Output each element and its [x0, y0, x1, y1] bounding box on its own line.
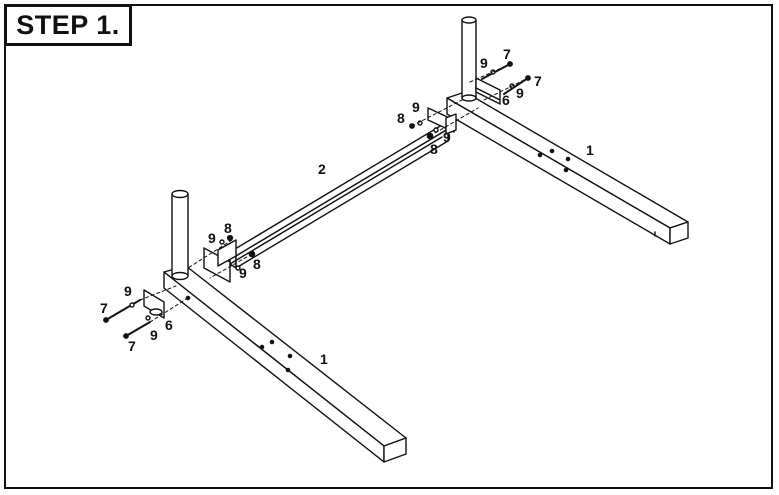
label-leg-right: 1 [586, 142, 594, 158]
label-nut-crossbar-left-upper: 8 [224, 220, 232, 236]
leg-left [163, 265, 407, 463]
crossbar-bracket-left [203, 239, 237, 283]
label-nut-crossbar-right-lower: 8 [430, 141, 438, 157]
label-bolt-left-lower: 7 [128, 338, 136, 354]
label-bracket-left: 6 [165, 317, 173, 333]
leg-right [446, 91, 689, 245]
post-right [461, 16, 477, 102]
label-crossbar: 2 [318, 161, 326, 177]
label-washer-crossbar-left-lower: 9 [239, 265, 247, 281]
assembly-guides [139, 65, 529, 323]
label-leg-left: 1 [320, 351, 328, 367]
step-heading-box: STEP 1. [4, 4, 132, 46]
label-bolt-right-lower: 7 [534, 73, 542, 89]
bracket-left-6 [143, 289, 165, 319]
label-washer-left-lower: 9 [150, 327, 158, 343]
label-washer-crossbar-right-upper: 9 [412, 99, 420, 115]
label-washer-crossbar-left-upper: 9 [208, 230, 216, 246]
label-nut-crossbar-right-upper: 8 [397, 110, 405, 126]
label-bracket-right: 6 [502, 92, 510, 108]
label-washer-crossbar-right-lower: 9 [443, 129, 451, 145]
diagram-frame [4, 4, 773, 489]
label-washer-right-upper: 9 [480, 55, 488, 71]
label-bolt-right-upper: 7 [503, 46, 511, 62]
bolt-left-upper [103, 299, 141, 323]
label-washer-left-upper: 9 [124, 283, 132, 299]
label-nut-crossbar-left-lower: 8 [253, 256, 261, 272]
bolt-left-lower [123, 321, 151, 339]
step-title: STEP 1. [16, 9, 120, 40]
crossbar [229, 124, 449, 269]
label-washer-right-lower: 9 [516, 85, 524, 101]
post-left [171, 189, 189, 281]
label-bolt-left-upper: 7 [100, 300, 108, 316]
